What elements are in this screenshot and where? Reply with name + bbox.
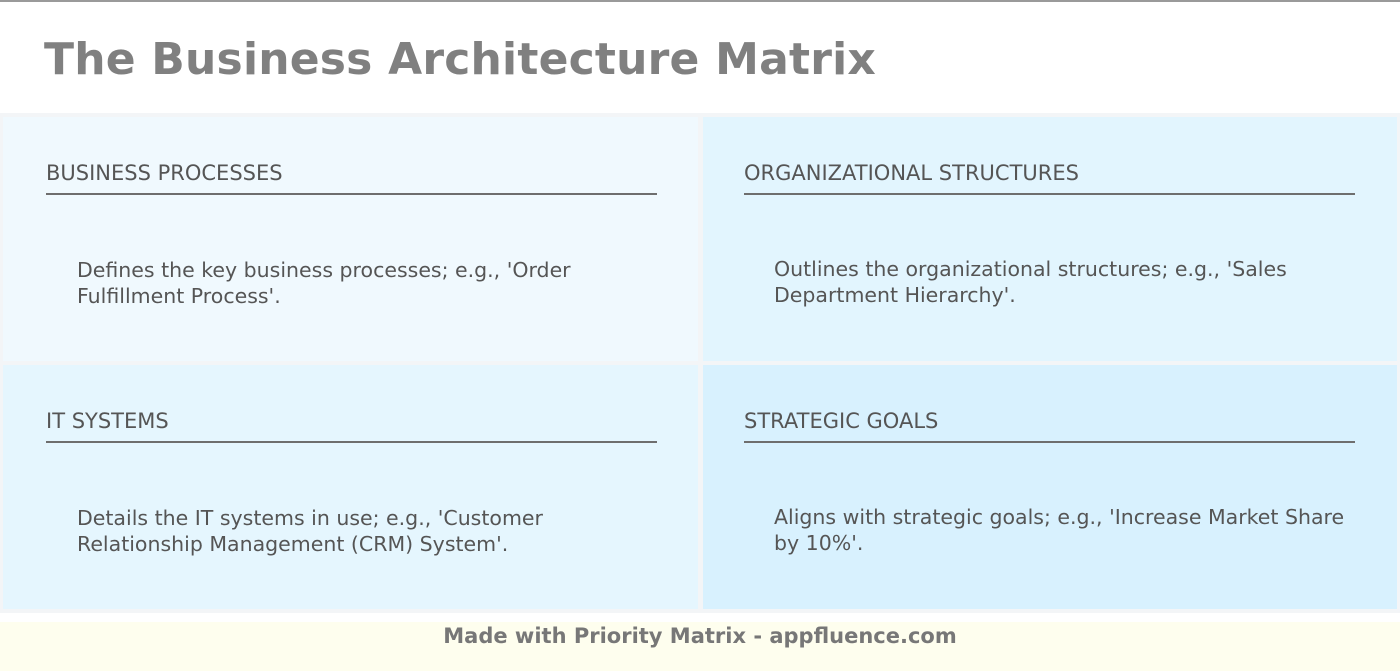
page-title: The Business Architecture Matrix (44, 34, 876, 85)
quadrant-strategic-goals: STRATEGIC GOALS Aligns with strategic go… (703, 365, 1397, 609)
quadrant-business-processes: BUSINESS PROCESSES Defines the key busin… (3, 117, 698, 361)
quadrant-description: Aligns with strategic goals; e.g., 'Incr… (774, 505, 1345, 555)
quadrant-description: Defines the key business processes; e.g.… (77, 258, 571, 308)
quadrant-description: Outlines the organizational structures; … (774, 257, 1287, 307)
quadrant-organizational-structures: ORGANIZATIONAL STRUCTURES Outlines the o… (703, 117, 1397, 361)
header: The Business Architecture Matrix (0, 2, 1400, 113)
quadrant-title: STRATEGIC GOALS (744, 409, 1355, 443)
quadrant-title: ORGANIZATIONAL STRUCTURES (744, 161, 1355, 195)
quadrant-description: Details the IT systems in use; e.g., 'Cu… (77, 506, 543, 556)
footer-credit: Made with Priority Matrix - appfluence.c… (443, 624, 957, 648)
quadrant-it-systems: IT SYSTEMS Details the IT systems in use… (3, 365, 698, 609)
quadrant-title: IT SYSTEMS (46, 409, 657, 443)
matrix-grid: BUSINESS PROCESSES Defines the key busin… (0, 113, 1400, 613)
quadrant-title: BUSINESS PROCESSES (46, 161, 657, 195)
top-border (0, 0, 1400, 2)
footer: Made with Priority Matrix - appfluence.c… (0, 622, 1400, 671)
